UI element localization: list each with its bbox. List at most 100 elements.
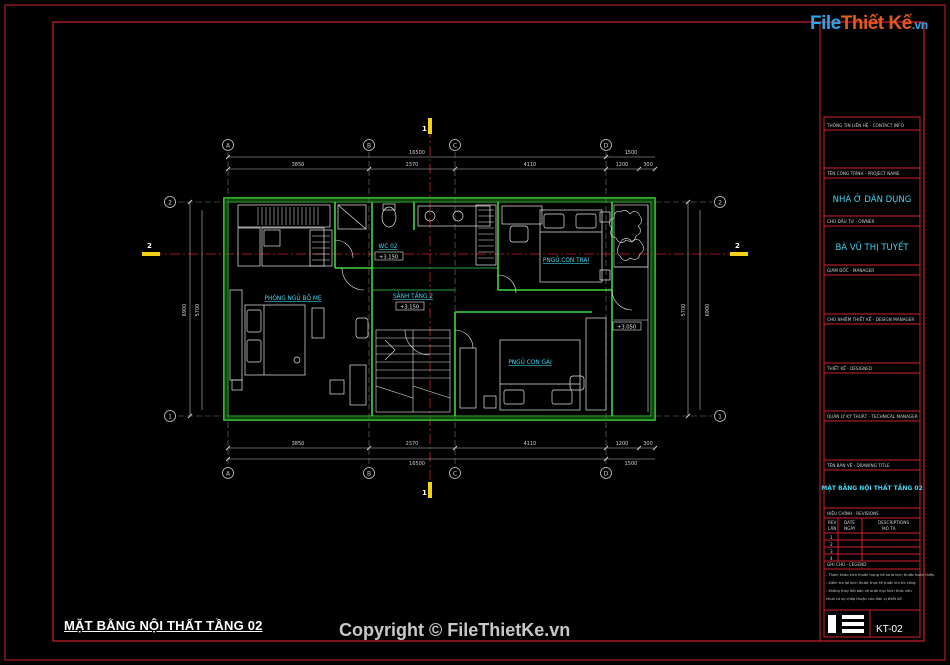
dim-top-right: 1500 xyxy=(625,150,638,156)
sheet-title: MẶT BẰNG NỘI THẤT TẦNG 02 xyxy=(64,618,263,633)
tb-rev-row-2: 2 xyxy=(830,542,833,547)
walls xyxy=(223,197,656,421)
tb-rev-col1: REV xyxy=(828,520,837,525)
axis-label-c-top: C xyxy=(453,143,457,150)
tb-note-4: chưa có sự chấp thuận của đơn vị thiết k… xyxy=(826,597,903,601)
tb-project-name-label: TÊN CÔNG TRÌNH - PROJECT NAME xyxy=(826,171,900,176)
dim-right-inner: 5700 xyxy=(681,304,687,317)
dim-top-seg-1: 3850 xyxy=(292,162,305,168)
wall-fill xyxy=(224,198,655,420)
tb-note-3: - Không thay đổi bản vẽ dưới mọi hình th… xyxy=(826,588,912,593)
dim-top-seg-2: 2370 xyxy=(406,162,419,168)
dim-top-seg-3: 4110 xyxy=(524,162,537,168)
axis-label-1-left: 1 xyxy=(168,414,172,421)
tb-note-2: - Kiểm tra lại kích thước thực tế trước … xyxy=(826,580,917,585)
axis-bubbles xyxy=(164,139,726,479)
section-lines xyxy=(152,128,740,494)
daughter-bedroom-furniture xyxy=(459,317,607,411)
filethietke-logo: FileThiết Kế.vn xyxy=(810,13,928,35)
dim-bottom-seg-1: 3850 xyxy=(292,441,305,447)
title-block-values: NHÀ Ở DÂN DỤNG BÀ VŨ THỊ TUYẾT MẶT BẰNG … xyxy=(821,193,923,492)
tb-revision-label: HIỆU CHỈNH - REVISIONS xyxy=(827,511,879,516)
logo-part-file: File xyxy=(810,13,841,34)
dim-bottom-right-seg-1: 1200 xyxy=(616,441,629,447)
axis-label-a-top: A xyxy=(226,143,231,150)
tb-note-1: - Tham khảo kích thước trong hồ sơ là kí… xyxy=(826,573,935,577)
title-block-notes: - Tham khảo kích thước trong hồ sơ là kí… xyxy=(826,573,935,601)
tb-rev-col2b: NGÀY xyxy=(844,526,856,531)
section-2-right: 2 xyxy=(735,242,740,250)
tb-rev-col3b: MÔ TẢ xyxy=(882,526,896,531)
son-bedroom-furniture xyxy=(501,205,611,283)
tb-owner: BÀ VŨ THỊ TUYẾT xyxy=(835,241,909,253)
axis-label-c-bottom: C xyxy=(453,471,457,478)
section-marker-labels: 1 1 2 2 xyxy=(147,125,740,497)
tb-rev-row-4: 4 xyxy=(830,556,833,561)
tb-project-info-label: THÔNG TIN LIÊN HỆ - CONTACT INFO xyxy=(826,123,905,128)
dim-bottom-seg-2: 2370 xyxy=(406,441,419,447)
wc-level: +3.150 xyxy=(379,255,398,261)
tb-drawing-title: MẶT BẰNG NỘI THẤT TẦNG 02 xyxy=(821,483,923,492)
tb-rev-col2: DATE xyxy=(844,520,855,525)
logo-part-vn: .vn xyxy=(911,18,928,32)
axis-label-2-right: 2 xyxy=(718,200,722,207)
tb-technical-manager-label: QUẢN LÝ KỸ THUẬT - TECHNICAL MANAGER xyxy=(827,414,918,419)
axis-label-b-top: B xyxy=(367,143,371,150)
outer-frame xyxy=(4,4,946,661)
copyright-watermark: Copyright © FileThietKe.vn xyxy=(339,620,571,640)
tb-design-manager-label: CHỦ NHIỆM THIẾT KẾ - DESIGN MANAGER xyxy=(827,316,914,322)
label-hall: SẢNH TẦNG 2 xyxy=(393,292,433,300)
dimension-lines xyxy=(187,154,701,462)
dim-top-right-seg-1: 1200 xyxy=(616,162,629,168)
dim-bottom-right: 1500 xyxy=(625,461,638,467)
dim-top-right-seg-2: 300 xyxy=(643,162,653,168)
axis-labels: A B C D A B C D 2 1 2 1 xyxy=(168,143,722,478)
axis-label-d-top: D xyxy=(604,143,609,150)
sheet-number: KT-02 xyxy=(876,624,903,635)
dimension-texts: 16500 3850 2370 4110 1500 1200 300 3850 … xyxy=(182,150,711,467)
tb-rev-col3: DESCRIPTIONS xyxy=(878,520,909,525)
tb-rev-col1b: LẦN xyxy=(828,526,836,531)
tb-drawing-title-label: TÊN BẢN VẼ - DRAWING TITLE xyxy=(826,463,890,468)
hall-level: +3.150 xyxy=(400,305,419,311)
section-1-bottom: 1 xyxy=(422,489,427,497)
tb-notes-label: GHI CHÚ - LEGEND xyxy=(827,562,867,567)
tb-project-name: NHÀ Ở DÂN DỤNG xyxy=(833,193,912,205)
level-texts: +3.150 +3.150 +3.050 xyxy=(379,255,636,331)
label-parents-bedroom: PHÒNG NGỦ BỐ MẸ xyxy=(264,294,321,302)
tb-manager-label: GIÁM ĐỐC - MANAGER xyxy=(827,268,874,273)
wc-fixtures xyxy=(309,203,497,267)
dim-top-total: 16500 xyxy=(409,150,425,156)
axis-label-1-right: 1 xyxy=(718,414,722,421)
tb-owner-label: CHỦ ĐẦU TƯ - OWNER xyxy=(827,219,875,224)
inner-frame xyxy=(52,21,925,642)
axis-label-d-bottom: D xyxy=(604,471,609,478)
section-markers xyxy=(142,118,748,498)
room-labels: PHÒNG NGỦ BỐ MẸ WC 02 SẢNH TẦNG 2 PNGỦ C… xyxy=(264,244,589,366)
axis-label-a-bottom: A xyxy=(226,471,231,478)
dim-left-total: 6900 xyxy=(182,304,188,317)
title-block-labels: THÔNG TIN LIÊN HỆ - CONTACT INFO TÊN CÔN… xyxy=(826,123,918,567)
section-2-left: 2 xyxy=(147,242,152,250)
section-1-top: 1 xyxy=(422,125,427,133)
dim-bottom-total: 16500 xyxy=(409,461,425,467)
tb-rev-row-1: 1 xyxy=(830,535,833,540)
stamp-mark xyxy=(828,615,864,633)
axis-label-b-bottom: B xyxy=(367,471,371,478)
label-son-bedroom: PNGỦ CON TRAI xyxy=(543,256,589,264)
title-block xyxy=(819,21,925,642)
floor-plan: 16500 3850 2370 4110 1500 1200 300 3850 … xyxy=(142,118,748,498)
label-wc: WC 02 xyxy=(379,244,398,250)
balcony-level: +3.050 xyxy=(617,325,636,331)
axis-label-2-left: 2 xyxy=(168,200,172,207)
balcony-planter xyxy=(609,204,649,412)
door-swings xyxy=(334,239,633,349)
parents-bedroom-furniture xyxy=(229,204,369,406)
dim-right-total: 6900 xyxy=(705,304,711,317)
tb-rev-row-3: 3 xyxy=(830,549,833,554)
dim-bottom-right-seg-2: 300 xyxy=(643,441,653,447)
label-daughter-bedroom: PNGỦ CON GÁI xyxy=(508,358,552,366)
dim-left-inner: 5700 xyxy=(195,304,201,317)
tb-designer-label: THIẾT KẾ - DESIGNED xyxy=(826,365,872,371)
